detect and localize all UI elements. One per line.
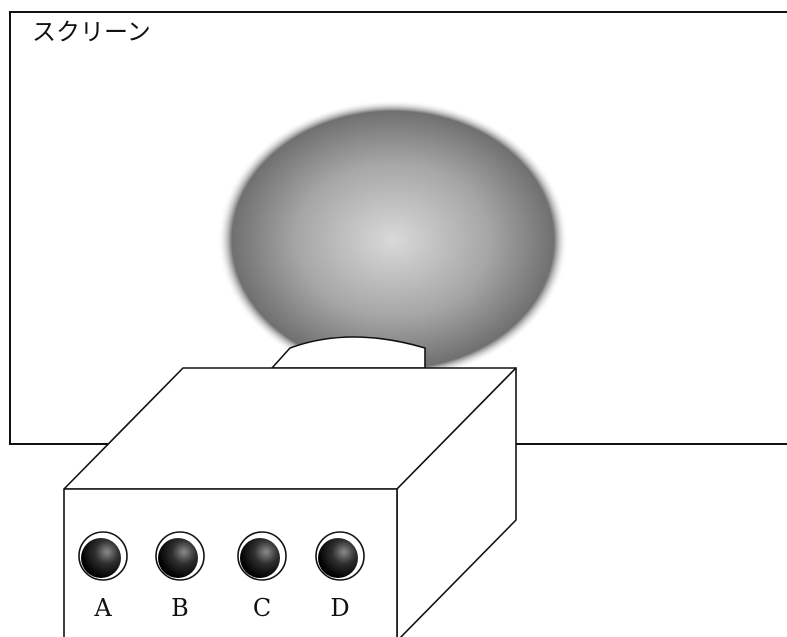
button-a[interactable]: A (78, 531, 128, 622)
button-d[interactable]: D (315, 531, 365, 622)
button-b[interactable]: B (155, 531, 205, 622)
button-label: C (253, 594, 271, 622)
light-spot (218, 100, 568, 380)
button-label: D (330, 594, 349, 622)
button-label: A (93, 594, 112, 622)
button-face (158, 538, 198, 578)
button-face (81, 538, 121, 578)
button-face (240, 538, 280, 578)
screen-label: スクリーン (32, 18, 151, 46)
button-c[interactable]: C (237, 531, 287, 622)
button-face (318, 538, 358, 578)
projector-lens (271, 336, 426, 369)
projector-buttons: A B C D (78, 531, 365, 622)
button-label: B (171, 594, 189, 622)
